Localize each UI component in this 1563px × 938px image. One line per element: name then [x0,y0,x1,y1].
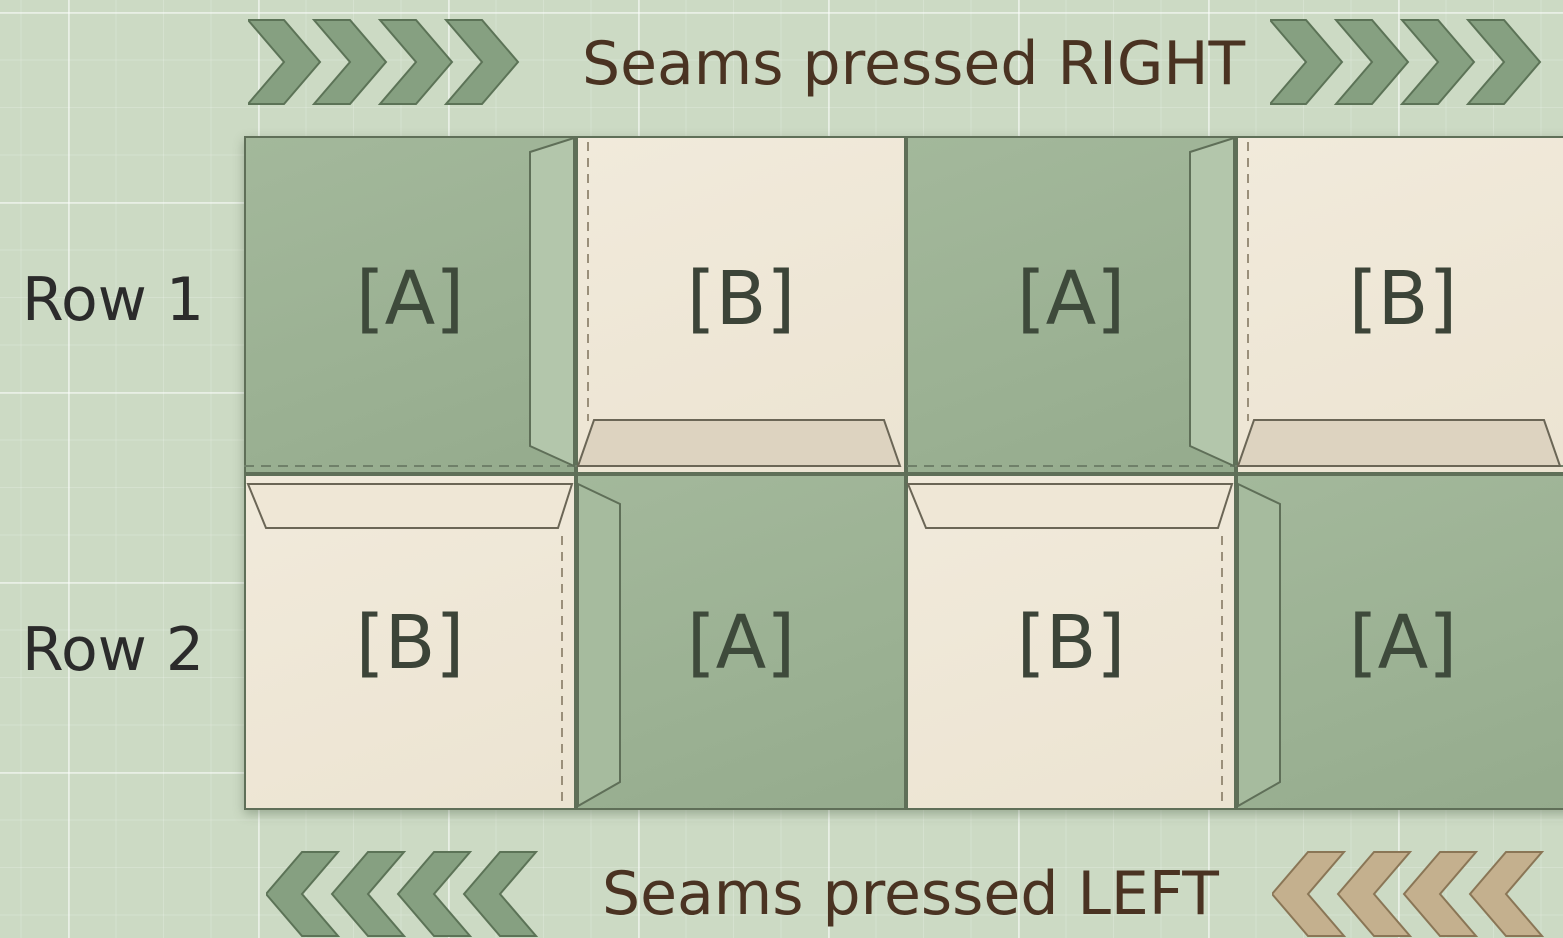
block-label: [A] [1348,600,1458,686]
right-chevrons-left-group [248,18,528,106]
seam-allowance-overlay [244,136,1563,808]
seam-tab-r2-3 [906,483,1234,529]
left-chevrons-right-group [1272,850,1562,938]
seam-tab-r1-4 [1236,419,1562,467]
chevron-left-icon [1272,851,1347,937]
chevron-left-icon [462,851,539,937]
block-r1c2: [B] [576,136,906,474]
chevron-right-icon [1465,19,1542,105]
chevron-right-icon [248,19,322,105]
quilt-grid: [A] [B] [A] [B] [B] [A] [B] [A] [244,136,1563,810]
right-chevrons-right-group [1270,18,1560,106]
chevron-right-icon [377,19,454,105]
block-label: [B] [355,600,465,686]
block-r1c3: [A] [906,136,1236,474]
block-r1c1: [A] [244,136,576,474]
block-label: [A] [1016,256,1126,342]
chevron-right-icon [311,19,388,105]
block-label: [A] [686,600,796,686]
chevron-right-icon [443,19,520,105]
block-label: [A] [355,256,465,342]
top-banner-text: Seams pressed RIGHT [582,29,1246,99]
block-r2c2: [A] [576,474,906,810]
seam-tab-r2-1 [246,483,574,529]
chevron-left-icon [396,851,473,937]
left-chevrons-left-group [266,850,556,938]
block-label: [B] [1348,256,1458,342]
chevron-left-icon [330,851,407,937]
chevron-left-icon [266,851,341,937]
seam-tab-r2-2 [577,482,621,808]
bottom-banner-text: Seams pressed LEFT [602,859,1219,929]
block-label: [B] [686,256,796,342]
row-label-1: Row 1 [22,265,205,335]
block-label: [B] [1016,600,1126,686]
seam-tab-r1-2 [576,419,902,467]
block-r1c4: [B] [1236,136,1563,474]
block-r2c1: [B] [244,474,576,810]
chevron-left-icon [1468,851,1545,937]
seam-tab-r2-4 [1237,482,1281,808]
seam-tab-r1-1 [529,136,575,468]
block-r2c4: [A] [1236,474,1563,810]
chevron-left-icon [1402,851,1479,937]
seam-tab-r1-3 [1189,136,1235,468]
chevron-left-icon [1336,851,1413,937]
chevron-right-icon [1399,19,1476,105]
chevron-right-icon [1270,19,1344,105]
row-label-2: Row 2 [22,615,205,685]
chevron-right-icon [1333,19,1410,105]
block-r2c3: [B] [906,474,1236,810]
